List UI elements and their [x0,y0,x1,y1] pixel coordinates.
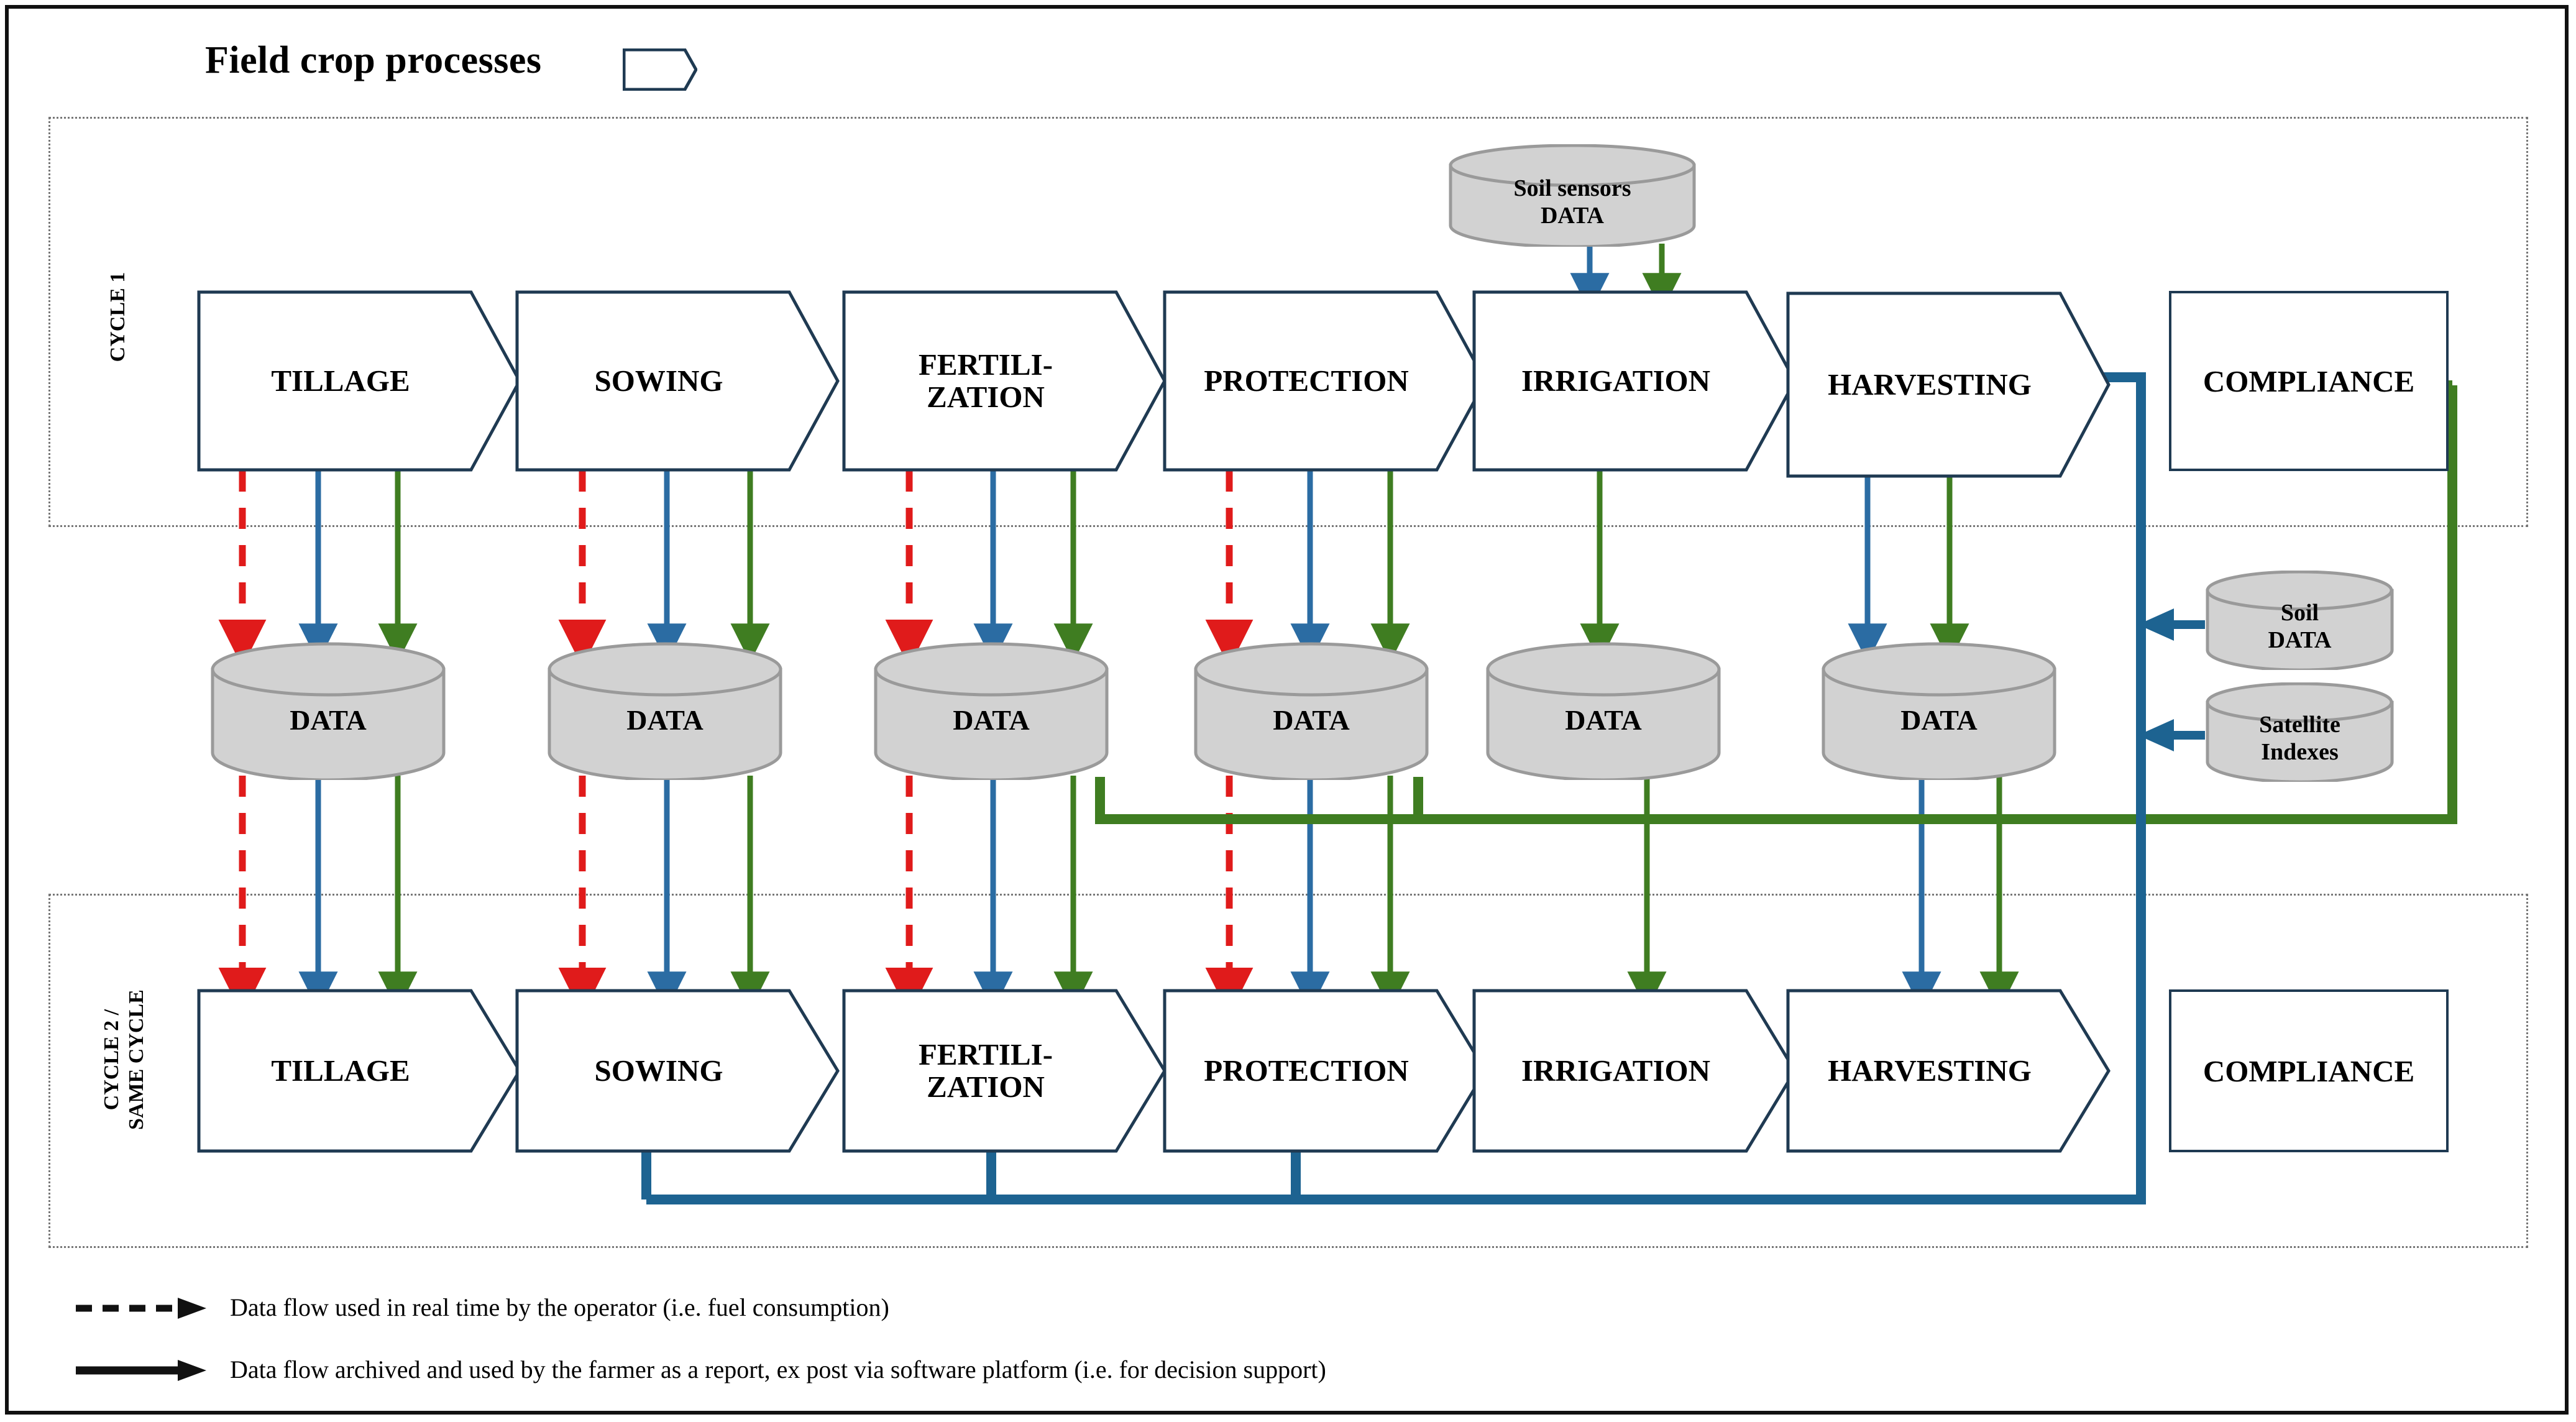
process-tillage-cycle2[interactable]: TILLAGE [197,989,521,1153]
datastore-sowing[interactable]: DATA [547,642,783,782]
figure-border [5,5,2569,1415]
datastore-fertilization[interactable]: DATA [873,642,1109,782]
legend-dashed-arrow [75,1296,208,1327]
soil-sensors-datastore[interactable]: Soil sensors DATA [1448,144,1697,249]
compliance-label: COMPLIANCE [2202,1053,2415,1088]
process-sowing-cycle1[interactable]: SOWING [515,290,840,472]
datastore-harvesting[interactable]: DATA [1821,642,2057,782]
process-tillage-cycle1[interactable]: TILLAGE [197,290,521,472]
datastore-protection[interactable]: DATA [1193,642,1429,782]
process-fertilization-cycle2[interactable]: FERTILI- ZATION [842,989,1167,1153]
compliance-label: COMPLIANCE [2202,364,2415,398]
legend-chevron-shape [622,48,698,91]
cycle2-label: CYCLE 2 / SAME CYCLE [99,989,148,1130]
process-harvesting-cycle2[interactable]: HARVESTING [1786,989,2111,1153]
cycle1-label: CYCLE 1 [106,272,129,362]
legend-solid-arrow [75,1358,208,1389]
compliance-cycle1[interactable]: COMPLIANCE [2169,291,2449,471]
datastore-soil-data[interactable]: Soil DATA [2205,570,2395,672]
process-protection-cycle2[interactable]: PROTECTION [1163,989,1487,1153]
process-irrigation-cycle1[interactable]: IRRIGATION [1472,290,1797,472]
process-sowing-cycle2[interactable]: SOWING [515,989,840,1153]
legend-solid-text: Data flow archived and used by the farme… [230,1355,1326,1383]
process-protection-cycle1[interactable]: PROTECTION [1163,290,1487,472]
process-fertilization-cycle1[interactable]: FERTILI- ZATION [842,290,1167,472]
compliance-cycle2[interactable]: COMPLIANCE [2169,989,2449,1152]
page-title: Field crop processes [205,39,542,81]
process-harvesting-cycle1[interactable]: HARVESTING [1786,291,2111,478]
datastore-satellite-indexes[interactable]: Satellite Indexes [2205,682,2395,784]
datastore-tillage[interactable]: DATA [210,642,446,782]
process-irrigation-cycle2[interactable]: IRRIGATION [1472,989,1797,1153]
legend-dashed-text: Data flow used in real time by the opera… [230,1293,889,1321]
datastore-irrigation[interactable]: DATA [1485,642,1721,782]
